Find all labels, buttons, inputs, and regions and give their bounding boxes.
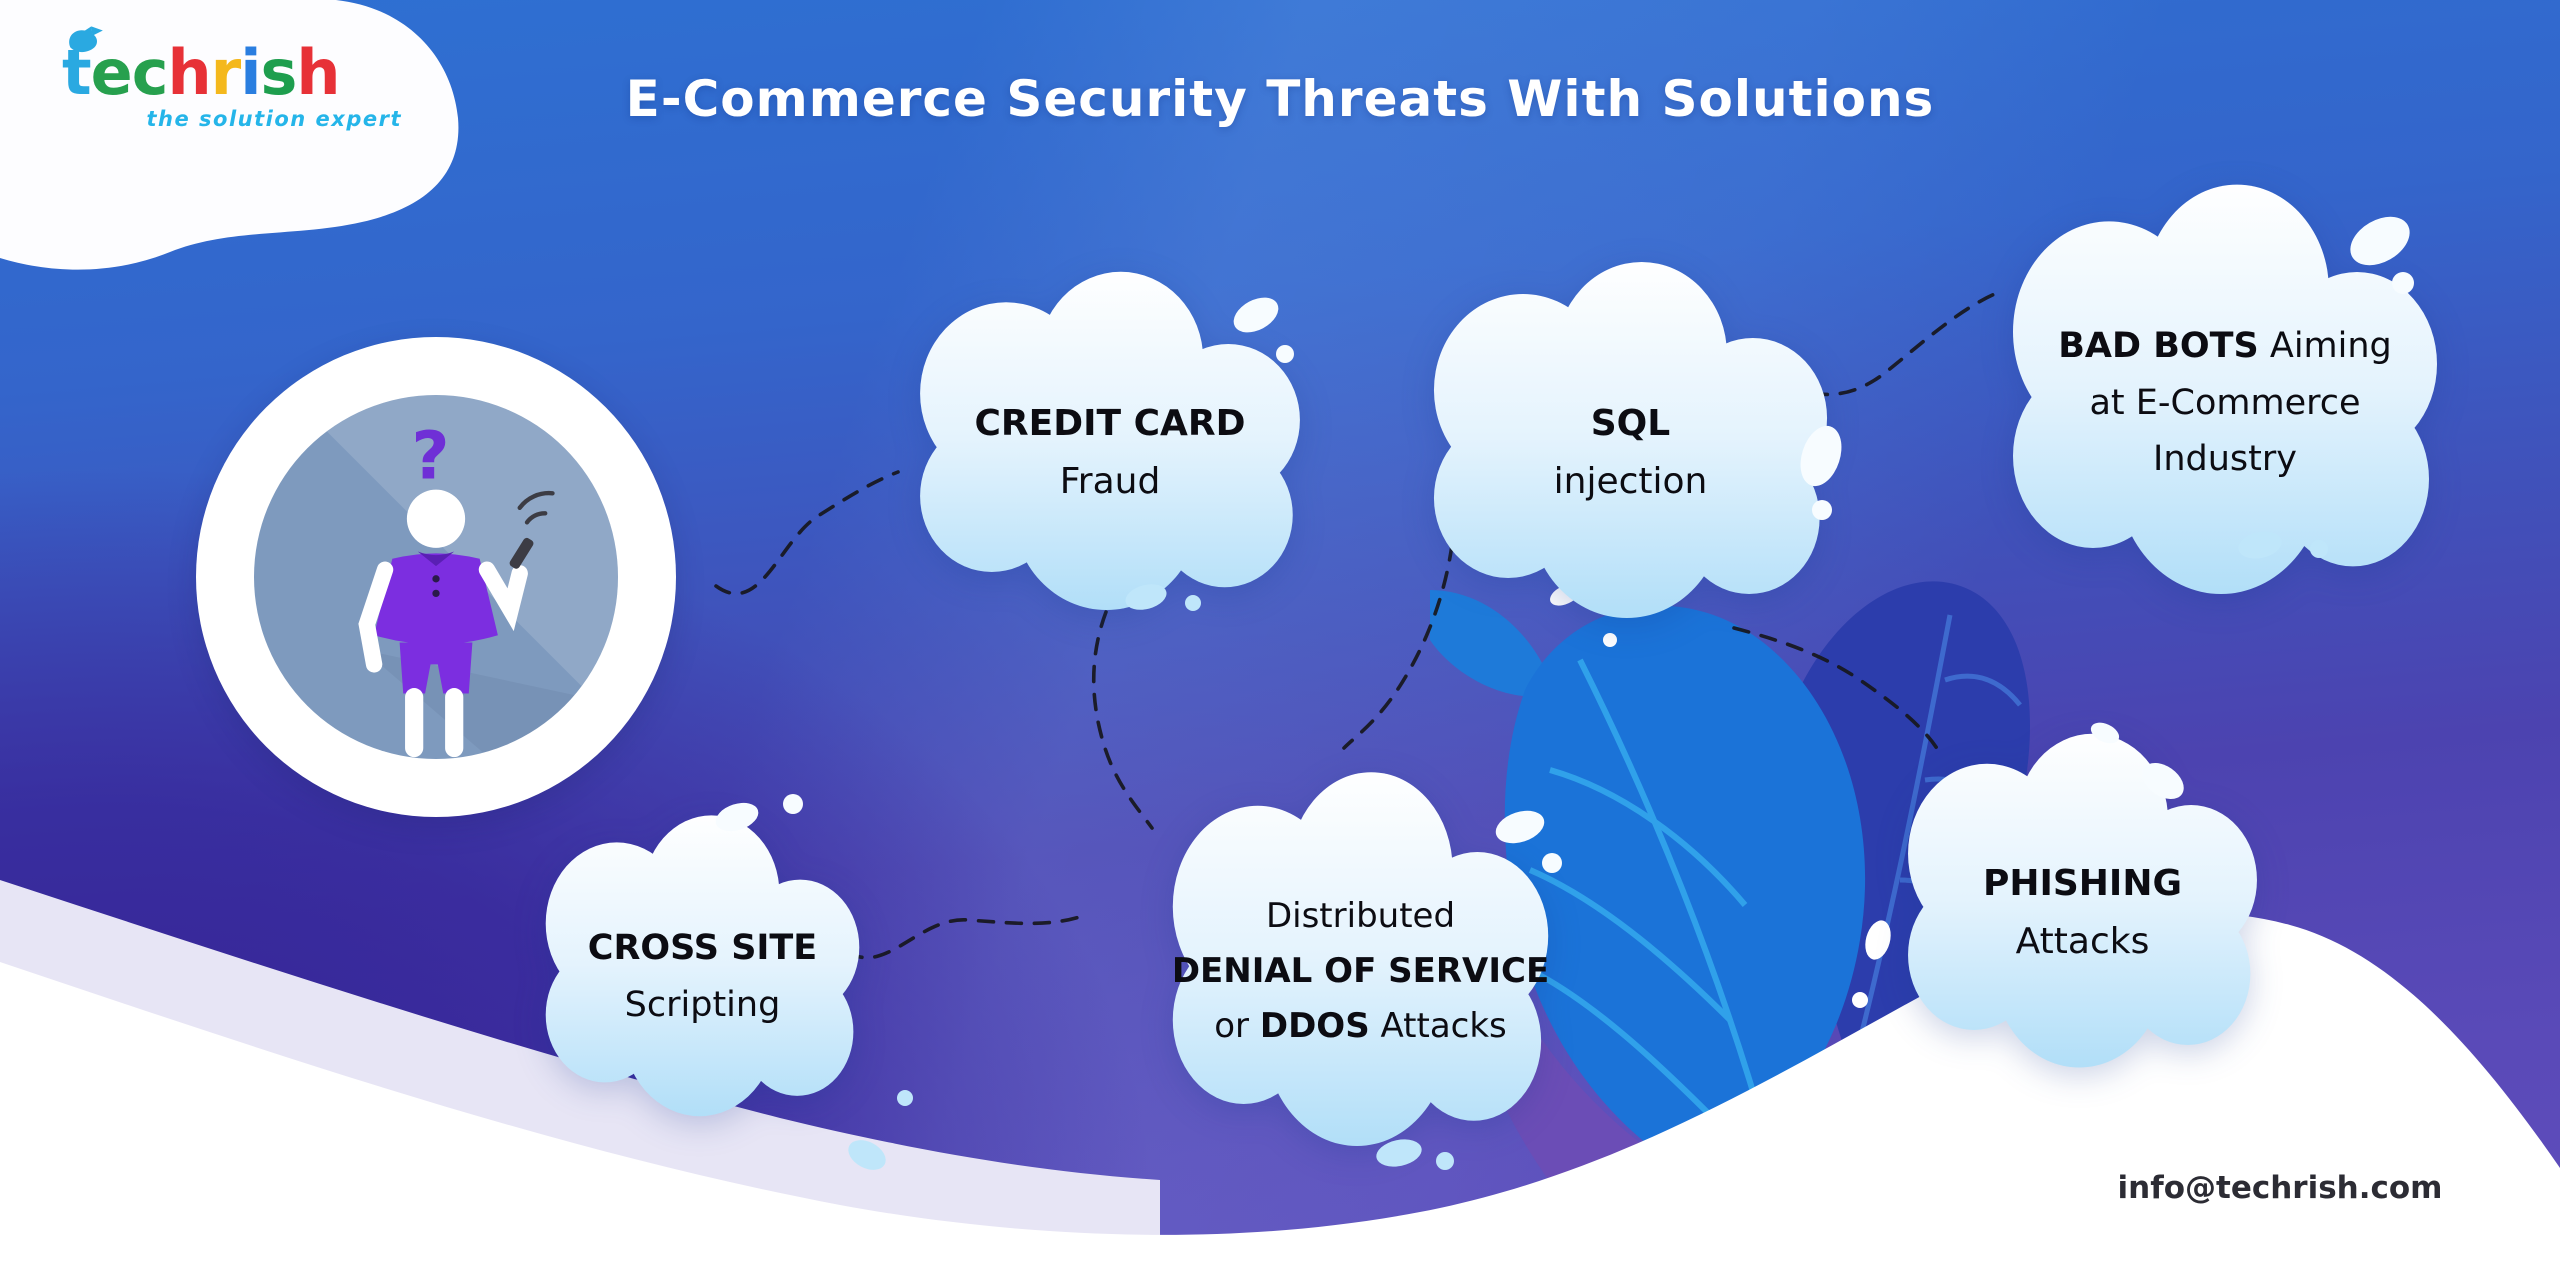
confused-user-badge: ? [196,337,676,817]
logo-word: techrish [62,36,341,109]
badge-inner-circle: ? [254,395,618,759]
connector-person-creditcard [714,470,900,596]
bubble-dot [1276,345,1294,363]
techrish-logo: techrish the solution expert [62,26,402,132]
bubble-dot [897,1090,913,1106]
logo-tagline: the solution expert [146,107,402,132]
contact-email: info@techrish.com [2117,1170,2443,1206]
connector-crosssite-ddos [846,912,1090,960]
confused-person-icon: ? [290,395,618,759]
bird-icon [69,26,103,53]
bubble-dot [2392,272,2414,294]
bubble-dot [2310,540,2328,558]
question-mark-icon: ? [412,419,450,495]
bubble-dot [1436,1152,1454,1170]
bubble-dot [1185,595,1201,611]
bubble-dot [783,794,803,814]
bubble-dot [1542,853,1562,873]
